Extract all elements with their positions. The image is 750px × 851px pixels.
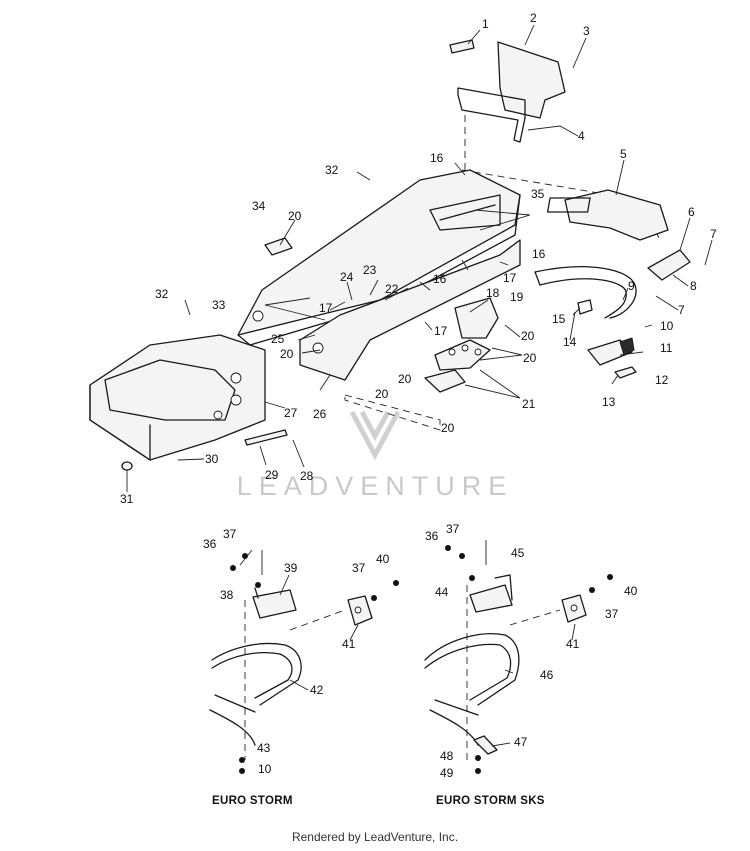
callout-39: 39 bbox=[284, 561, 298, 575]
callout-20e: 20 bbox=[375, 387, 389, 401]
caption-euro-storm: EURO STORM bbox=[212, 795, 293, 807]
callout-20g: 20 bbox=[280, 347, 294, 361]
callout-22: 22 bbox=[385, 282, 399, 296]
callout-17c: 17 bbox=[319, 301, 333, 315]
callout-20d: 20 bbox=[398, 372, 412, 386]
callout-48: 48 bbox=[440, 749, 454, 763]
callout-20f: 20 bbox=[441, 421, 455, 435]
watermark-text: LEADVENTURE bbox=[237, 471, 514, 501]
callout-32a: 32 bbox=[325, 163, 339, 177]
callout-8: 8 bbox=[690, 279, 697, 293]
callout-36a: 36 bbox=[203, 537, 217, 551]
callout-33: 33 bbox=[212, 298, 226, 312]
leaders-upper bbox=[126, 24, 713, 492]
callout-28: 28 bbox=[300, 469, 314, 483]
callout-26: 26 bbox=[313, 407, 327, 421]
callout-35: 35 bbox=[531, 187, 545, 201]
callout-37b: 37 bbox=[352, 561, 366, 575]
callout-21: 21 bbox=[522, 397, 536, 411]
callout-29: 29 bbox=[265, 468, 279, 482]
callout-30: 30 bbox=[205, 452, 219, 466]
callout-7b: 7 bbox=[678, 303, 685, 317]
callout-40a: 40 bbox=[376, 552, 390, 566]
callout-2: 2 bbox=[530, 11, 537, 25]
callout-18: 18 bbox=[486, 286, 500, 300]
callout-27: 27 bbox=[284, 406, 298, 420]
callout-16c: 16 bbox=[433, 272, 447, 286]
callout-12: 12 bbox=[655, 373, 669, 387]
callout-37d: 37 bbox=[605, 607, 619, 621]
callout-49: 49 bbox=[440, 766, 454, 780]
callout-34: 34 bbox=[252, 199, 266, 213]
callout-36b: 36 bbox=[425, 529, 439, 543]
euro-storm-sks-assembly bbox=[424, 540, 613, 774]
callout-37a: 37 bbox=[223, 527, 237, 541]
callout-47: 47 bbox=[514, 735, 528, 749]
upper-assembly bbox=[89, 39, 691, 471]
callout-17b: 17 bbox=[434, 324, 448, 338]
callout-31: 31 bbox=[120, 492, 134, 506]
callout-3: 3 bbox=[583, 24, 590, 38]
callout-1: 1 bbox=[482, 17, 489, 31]
euro-storm-assembly bbox=[209, 549, 399, 774]
callout-20c: 20 bbox=[523, 351, 537, 365]
callout-45: 45 bbox=[511, 546, 525, 560]
callout-17a: 17 bbox=[503, 271, 517, 285]
callout-37c: 37 bbox=[446, 522, 460, 536]
callout-46: 46 bbox=[540, 668, 554, 682]
callout-5: 5 bbox=[620, 147, 627, 161]
callouts-upper: 1 2 3 4 5 6 7 7 8 9 10 11 12 13 14 15 16… bbox=[120, 11, 717, 506]
callout-16b: 16 bbox=[532, 247, 546, 261]
callout-38: 38 bbox=[220, 588, 234, 602]
footer-credit: Rendered by LeadVenture, Inc. bbox=[291, 830, 459, 844]
callout-20a: 20 bbox=[288, 209, 302, 223]
caption-euro-storm-sks: EURO STORM SKS bbox=[436, 795, 545, 807]
callout-4: 4 bbox=[578, 129, 585, 143]
watermark: LEADVENTURE bbox=[237, 410, 514, 501]
callout-25: 25 bbox=[271, 332, 285, 346]
callout-15: 15 bbox=[552, 312, 566, 326]
callout-41b: 41 bbox=[566, 637, 580, 651]
callout-42: 42 bbox=[310, 683, 324, 697]
callout-7a: 7 bbox=[710, 227, 717, 241]
callout-20b: 20 bbox=[521, 329, 535, 343]
callout-13: 13 bbox=[602, 395, 616, 409]
callout-44: 44 bbox=[435, 585, 449, 599]
callout-40b: 40 bbox=[624, 584, 638, 598]
callout-14: 14 bbox=[563, 335, 577, 349]
callout-6: 6 bbox=[688, 205, 695, 219]
callout-9: 9 bbox=[628, 279, 635, 293]
callout-11: 11 bbox=[660, 341, 673, 355]
callouts-euro-storm: 36 37 37 38 39 40 41 42 43 10 EURO STORM bbox=[203, 527, 390, 807]
callout-19: 19 bbox=[510, 290, 524, 304]
callout-16a: 16 bbox=[430, 151, 444, 165]
callout-23: 23 bbox=[363, 263, 377, 277]
callouts-euro-storm-sks: 36 37 44 45 41 40 37 46 47 48 49 EURO ST… bbox=[425, 522, 638, 807]
callout-10b: 10 bbox=[258, 762, 272, 776]
callout-43: 43 bbox=[257, 741, 271, 755]
callout-10: 10 bbox=[660, 319, 674, 333]
callout-24: 24 bbox=[340, 270, 354, 284]
callout-41a: 41 bbox=[342, 637, 356, 651]
callout-32b: 32 bbox=[155, 287, 169, 301]
